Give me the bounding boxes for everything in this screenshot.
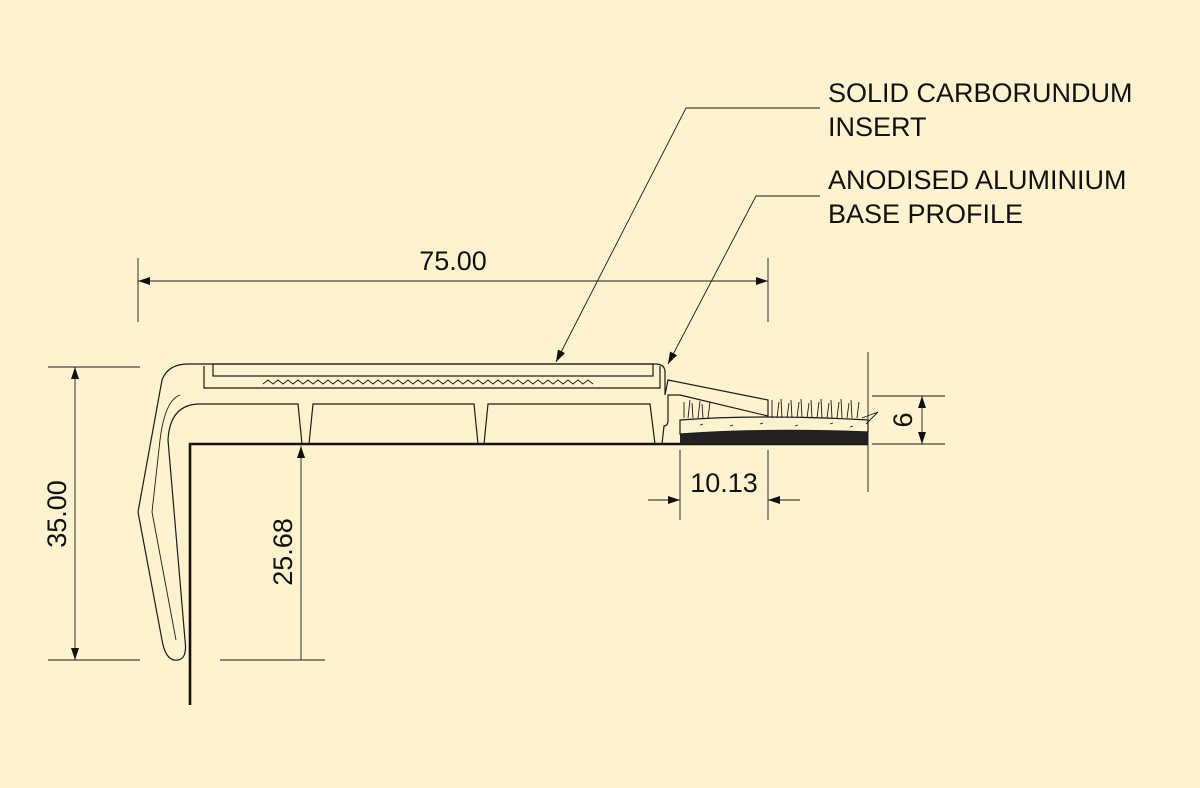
extension-lines xyxy=(48,258,945,661)
dim-text-lip: 10.13 xyxy=(690,468,758,498)
dim-text-nose-depth: 25.68 xyxy=(268,518,298,586)
insert-serration xyxy=(262,379,594,385)
carborundum-insert xyxy=(212,363,654,377)
label-base-line2: BASE PROFILE xyxy=(828,199,1023,229)
aluminium-base-profile xyxy=(137,363,769,661)
dim-text-height: 35.00 xyxy=(42,480,72,548)
leader-insert xyxy=(555,107,820,363)
carpet-backing xyxy=(680,430,868,444)
leader-base-profile xyxy=(667,195,820,365)
carpet-speckle xyxy=(699,422,854,428)
carpet-section xyxy=(679,398,879,444)
nose-inner-line xyxy=(151,394,181,641)
label-base-line1: ANODISED ALUMINIUM xyxy=(828,165,1127,195)
insert-channel xyxy=(203,366,661,389)
dim-text-carpet: 6 xyxy=(888,412,918,427)
label-insert-line1: SOLID CARBORUNDUM xyxy=(828,78,1133,108)
dim-text-width: 75.00 xyxy=(419,246,487,276)
label-insert-line2: INSERT xyxy=(828,112,927,142)
stair-step-substrate xyxy=(188,442,868,705)
carpet-pile xyxy=(683,398,879,425)
